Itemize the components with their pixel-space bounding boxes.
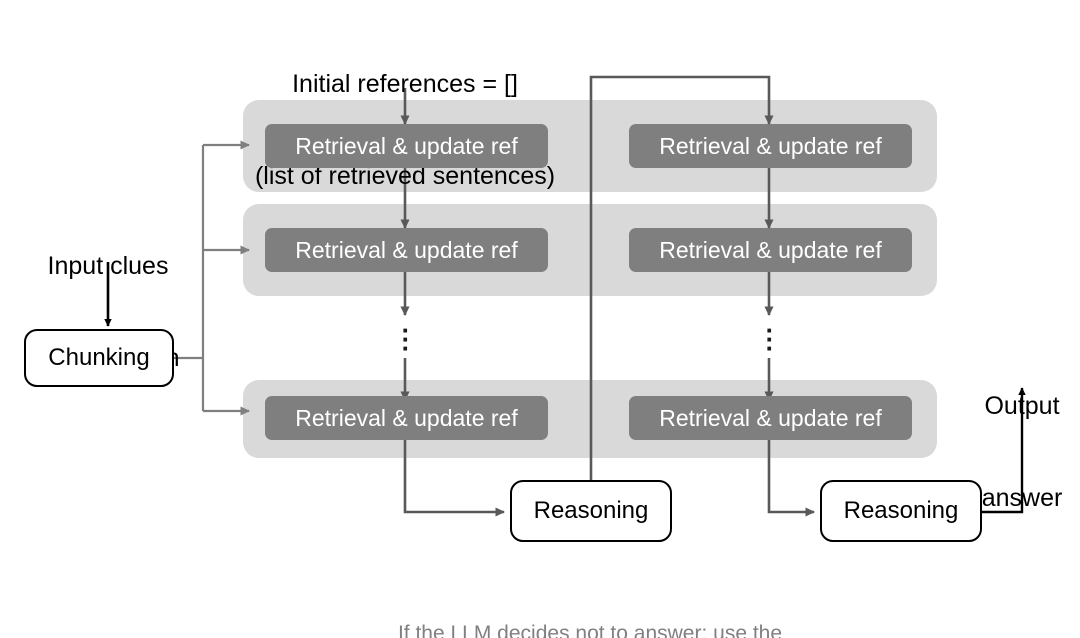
retrieval-label: Retrieval & update ref xyxy=(295,404,518,431)
reasoning-node-1[interactable]: Reasoning xyxy=(510,480,672,542)
arrow-col1-row3-to-reasoning xyxy=(403,440,505,517)
arrow-reasoning2-to-output xyxy=(982,387,1026,514)
ellipsis-col2: ··· xyxy=(765,315,775,363)
retrieval-box-col2-row3[interactable]: Retrieval & update ref xyxy=(629,396,912,440)
chunking-label: Chunking xyxy=(48,344,150,371)
caption-line1: If the LLM decides not to answer: use th… xyxy=(397,622,783,638)
retrieval-label: Retrieval & update ref xyxy=(659,132,882,159)
retrieval-box-col1-row3[interactable]: Retrieval & update ref xyxy=(265,396,548,440)
feedback-reasoning1-to-col2 xyxy=(589,75,774,480)
input-clues-line1: Input clues xyxy=(47,252,169,280)
retrieval-box-col1-row1[interactable]: Retrieval & update ref xyxy=(265,124,548,168)
retrieval-label: Retrieval & update ref xyxy=(659,236,882,263)
reasoning-label: Reasoning xyxy=(533,497,649,524)
retrieval-label: Retrieval & update ref xyxy=(295,132,518,159)
retrieval-box-col2-row1[interactable]: Retrieval & update ref xyxy=(629,124,912,168)
initial-references-line1: Initial references = [] xyxy=(292,70,518,98)
output-answer-line2: answer xyxy=(981,483,1063,512)
diagram-caption: If the LLM decides not to answer: use th… xyxy=(330,570,850,638)
input-clues-label: Input clues and question xyxy=(8,190,208,434)
retrieval-label: Retrieval & update ref xyxy=(295,236,518,263)
chunking-node[interactable]: Chunking xyxy=(24,329,174,387)
reasoning-label: Reasoning xyxy=(843,497,959,524)
retrieval-box-col1-row2[interactable]: Retrieval & update ref xyxy=(265,228,548,272)
arrow-col2-row3-to-reasoning xyxy=(767,440,815,517)
ellipsis-col1: ··· xyxy=(401,315,411,363)
reasoning-node-2[interactable]: Reasoning xyxy=(820,480,982,542)
retrieval-box-col2-row2[interactable]: Retrieval & update ref xyxy=(629,228,912,272)
output-answer-label: Output answer xyxy=(952,330,1080,574)
initial-references-note: Initial references = [] (list of retriev… xyxy=(240,8,570,252)
retrieval-label: Retrieval & update ref xyxy=(659,404,882,431)
output-answer-line1: Output xyxy=(984,392,1060,420)
